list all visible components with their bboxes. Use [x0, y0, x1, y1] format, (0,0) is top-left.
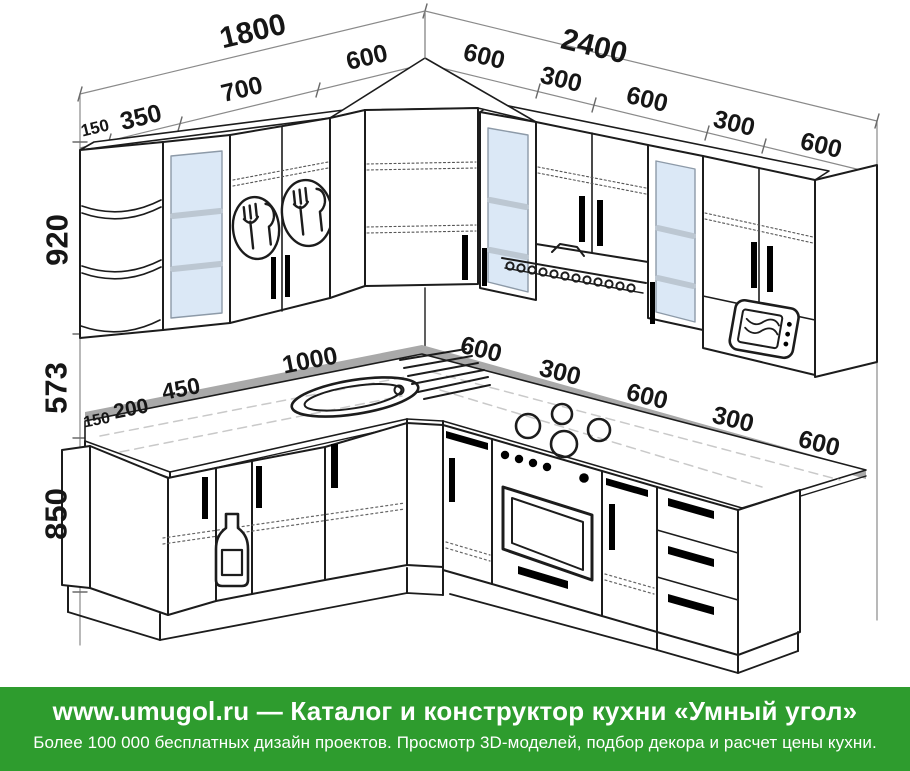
door-handle — [271, 257, 276, 299]
microwave-icon — [728, 298, 800, 360]
door-handle — [609, 504, 615, 550]
upper-cabinet-tops — [79, 57, 830, 181]
drawer-handle — [446, 431, 488, 450]
faucet-hole — [393, 384, 405, 396]
plinth — [67, 592, 444, 641]
dim-height-850: 850 — [38, 488, 74, 540]
door-handle — [331, 444, 338, 488]
dim-height-920: 920 — [39, 214, 75, 266]
dim-height-573: 573 — [38, 362, 74, 414]
base-door-300-right — [601, 470, 658, 633]
upper-microwave-cabinet-600 — [702, 155, 878, 378]
door-handle — [285, 255, 290, 297]
hood-icon — [501, 243, 647, 294]
hob-icon — [514, 402, 612, 459]
glass-panel — [655, 160, 696, 323]
base-door-450 — [251, 446, 326, 595]
drawer-unit-side — [737, 489, 801, 656]
upper-glass-cabinet-300-right — [647, 144, 704, 331]
door-handle — [597, 200, 603, 246]
door-handle — [202, 477, 208, 519]
end-side-panel — [814, 164, 878, 378]
oven-handle — [518, 566, 568, 589]
door-handle — [650, 282, 655, 324]
base-right-run — [442, 424, 801, 674]
bottle-cargo-front — [167, 467, 217, 616]
cutlery-icon — [280, 178, 334, 248]
upper-glass-cabinet-300 — [479, 111, 537, 301]
drainboard-icon — [399, 348, 491, 400]
glass-panel — [170, 150, 223, 319]
door-handle — [482, 248, 487, 286]
upper-corner-cabinet-600 — [329, 107, 479, 299]
drawer-handle — [668, 546, 714, 567]
footer-headline: www.umugol.ru — Каталог и конструктор ку… — [52, 696, 858, 726]
bottle-icon — [214, 512, 250, 588]
oven-icon — [500, 450, 594, 589]
glass-panel — [487, 127, 529, 293]
upper-dish-cabinet-700 — [229, 117, 334, 324]
cutlery-icon — [231, 195, 281, 261]
corner-end-panel — [89, 445, 169, 616]
sink-icon — [290, 376, 420, 418]
door-handle — [449, 458, 455, 502]
drawer-handle — [668, 498, 714, 519]
open-corner-shelf-unit — [79, 141, 164, 339]
door-handle — [767, 246, 773, 292]
footer-banner: www.umugol.ru — Каталог и конструктор ку… — [0, 687, 910, 771]
plinth — [449, 593, 799, 674]
door-handle — [579, 196, 585, 242]
drawer-handle — [606, 478, 648, 497]
door-handle — [256, 466, 262, 508]
base-left-run — [61, 422, 444, 641]
footer-subline: Более 100 000 бесплатных дизайн проектов… — [33, 733, 877, 752]
door-handle — [751, 242, 757, 288]
drawer-handle — [668, 594, 714, 615]
upper-glass-cabinet-350 — [162, 134, 231, 331]
door-handle — [462, 235, 468, 280]
